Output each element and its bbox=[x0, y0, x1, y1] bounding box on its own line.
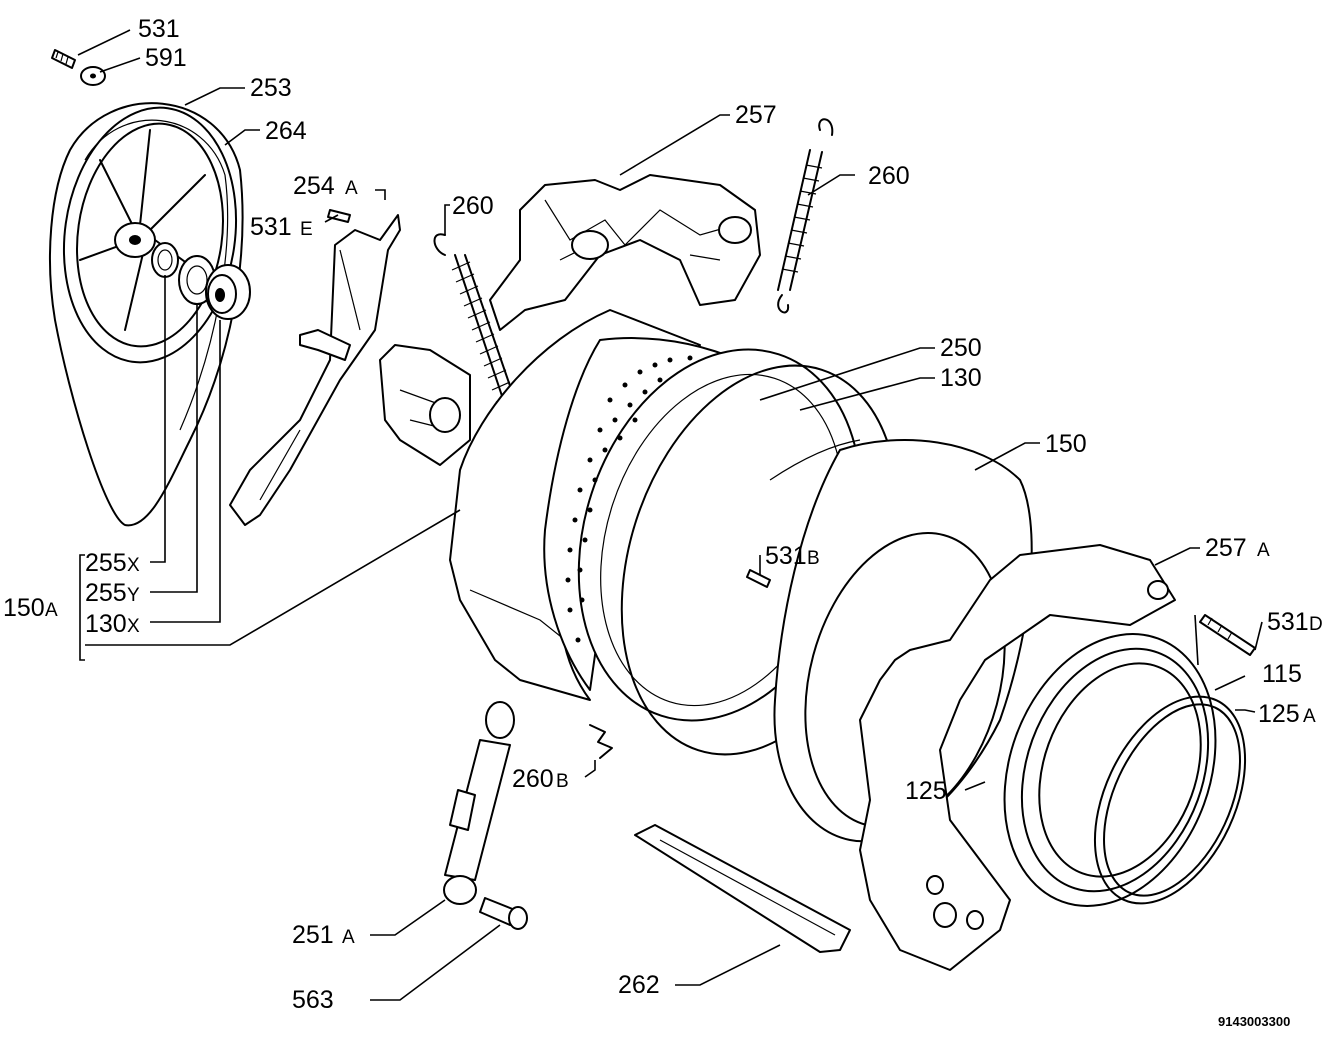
svg-text:X: X bbox=[127, 555, 140, 576]
front-counterweight-257a bbox=[859, 544, 1176, 971]
svg-text:115: 115 bbox=[1262, 660, 1302, 688]
screw-531 bbox=[51, 49, 76, 69]
svg-text:531: 531 bbox=[765, 542, 807, 570]
bearing-255x bbox=[151, 242, 179, 278]
svg-text:257: 257 bbox=[1205, 534, 1247, 562]
callout-250: 250 bbox=[940, 334, 982, 362]
callout-115: 115 bbox=[1262, 660, 1302, 688]
svg-text:260: 260 bbox=[452, 192, 494, 220]
svg-text:A: A bbox=[1303, 706, 1316, 727]
screw-531b bbox=[746, 569, 771, 588]
svg-text:B: B bbox=[556, 771, 569, 792]
callout-253: 253 bbox=[250, 74, 292, 102]
svg-text:130: 130 bbox=[940, 364, 982, 392]
svg-text:253: 253 bbox=[250, 74, 292, 102]
callout-150: 150 bbox=[1045, 430, 1087, 458]
washer-591 bbox=[80, 66, 106, 86]
seal-130x bbox=[205, 264, 251, 320]
svg-text:262: 262 bbox=[618, 971, 660, 999]
callout-257a: 257 A bbox=[1205, 534, 1270, 562]
svg-text:Y: Y bbox=[127, 585, 140, 606]
svg-text:264: 264 bbox=[265, 117, 307, 145]
svg-text:257: 257 bbox=[735, 101, 777, 129]
svg-text:251: 251 bbox=[292, 921, 334, 949]
svg-text:A: A bbox=[1257, 540, 1270, 561]
pin-563 bbox=[479, 897, 528, 930]
svg-text:531: 531 bbox=[138, 15, 180, 43]
callout-130: 130 bbox=[940, 364, 982, 392]
svg-text:260: 260 bbox=[868, 162, 910, 190]
callout-563: 563 bbox=[292, 986, 334, 1014]
callout-260-right: 260 bbox=[868, 162, 910, 190]
counterweight-257 bbox=[489, 174, 761, 331]
callout-531e: 531 E bbox=[250, 213, 313, 241]
shock-absorber-251a bbox=[443, 701, 515, 905]
screw-531d bbox=[1199, 614, 1256, 656]
screw-531e bbox=[327, 209, 351, 223]
pulley-wheel-253 bbox=[62, 106, 238, 364]
svg-text:X: X bbox=[127, 616, 140, 637]
drum-perforations bbox=[565, 355, 693, 643]
svg-text:A: A bbox=[45, 600, 58, 621]
svg-text:250: 250 bbox=[940, 334, 982, 362]
callout-262: 262 bbox=[618, 971, 660, 999]
spring-260-right bbox=[777, 118, 834, 314]
callout-531: 531 bbox=[138, 15, 180, 43]
leader-lines bbox=[77, 29, 1263, 1001]
svg-text:A: A bbox=[342, 927, 355, 948]
svg-text:130: 130 bbox=[85, 610, 127, 638]
svg-text:254: 254 bbox=[293, 172, 335, 200]
callout-254a: 254 A bbox=[293, 172, 358, 200]
svg-text:563: 563 bbox=[292, 986, 334, 1014]
svg-text:B: B bbox=[807, 548, 820, 569]
callout-257: 257 bbox=[735, 101, 777, 129]
callout-591: 591 bbox=[145, 44, 187, 72]
clamp-ring-125a bbox=[1093, 695, 1247, 905]
callout-264: 264 bbox=[265, 117, 307, 145]
svg-text:125: 125 bbox=[1258, 700, 1300, 728]
callout-260-left: 260 bbox=[452, 192, 494, 220]
svg-text:255: 255 bbox=[85, 549, 127, 577]
svg-text:531: 531 bbox=[250, 213, 292, 241]
svg-text:150: 150 bbox=[3, 594, 45, 622]
svg-text:E: E bbox=[300, 219, 313, 240]
svg-text:125: 125 bbox=[905, 777, 947, 805]
door-seal-125 bbox=[1003, 633, 1217, 907]
callout-251a: 251 A bbox=[292, 921, 355, 949]
svg-text:531: 531 bbox=[1267, 608, 1309, 636]
drum-shaft-bracket-254a bbox=[229, 214, 401, 526]
svg-text:A: A bbox=[345, 178, 358, 199]
callout-125: 125 bbox=[905, 777, 947, 805]
drive-belt-264 bbox=[49, 102, 244, 527]
clip-260b bbox=[589, 724, 613, 759]
svg-text:260: 260 bbox=[512, 765, 554, 793]
svg-text:591: 591 bbox=[145, 44, 187, 72]
svg-text:255: 255 bbox=[85, 579, 127, 607]
drawing-number: 9143003300 bbox=[1218, 1014, 1290, 1029]
svg-text:D: D bbox=[1309, 614, 1323, 635]
weight-bar-262 bbox=[634, 824, 851, 953]
svg-text:150: 150 bbox=[1045, 430, 1087, 458]
counterweight-side bbox=[379, 344, 471, 466]
